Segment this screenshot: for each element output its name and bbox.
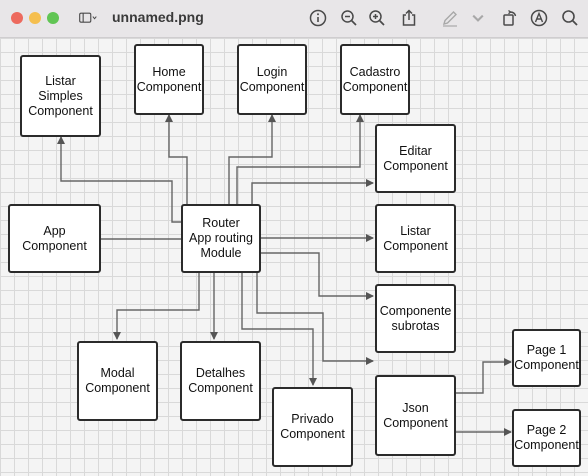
- listar-simples-component-node: Listar Simples Component: [20, 55, 101, 137]
- edge-router-privado: [241, 272, 317, 386]
- componente-subrotas-node: Componente subrotas: [375, 284, 456, 353]
- rotate-icon[interactable]: [498, 6, 522, 30]
- app-component-node: App Component: [8, 204, 101, 273]
- edge-router-editar: [251, 179, 374, 205]
- chevron-down-icon[interactable]: [470, 6, 486, 30]
- window-titlebar: unnamed.png: [0, 0, 588, 38]
- login-component-node: Login Component: [237, 44, 307, 115]
- modal-component-node: Modal Component: [77, 341, 158, 421]
- page2-component-node: Page 2 Component: [512, 409, 581, 467]
- listar-component-node: Listar Component: [375, 204, 456, 273]
- search-icon[interactable]: [558, 6, 582, 30]
- annotate-icon[interactable]: [527, 6, 551, 30]
- share-icon[interactable]: [397, 6, 421, 30]
- edge-router-cadastro: [236, 114, 364, 205]
- json-component-node: Json Component: [375, 375, 456, 456]
- zoom-out-icon[interactable]: [337, 6, 361, 30]
- window-title: unnamed.png: [112, 9, 204, 25]
- edge-router-subrotas: [261, 252, 374, 300]
- sidebar-toggle-icon[interactable]: [72, 6, 104, 30]
- info-icon[interactable]: [306, 6, 330, 30]
- editar-component-node: Editar Component: [375, 124, 456, 193]
- zoom-window-button[interactable]: [47, 12, 59, 24]
- cadastro-component-node: Cadastro Component: [340, 44, 410, 115]
- page1-component-node: Page 1 Component: [512, 329, 581, 387]
- detalhes-component-node: Detalhes Component: [180, 341, 261, 421]
- home-component-node: Home Component: [134, 44, 204, 115]
- edge-json-page1: [456, 358, 512, 394]
- edge-router-home: [165, 114, 188, 205]
- privado-component-node: Privado Component: [272, 387, 353, 467]
- close-window-button[interactable]: [11, 12, 23, 24]
- edge-router-listar-simples: [57, 136, 181, 223]
- edge-router-modal: [113, 272, 200, 340]
- zoom-in-icon[interactable]: [365, 6, 389, 30]
- edge-router-login: [228, 114, 276, 205]
- router-app-routing-module-node: Router App routing Module: [181, 204, 261, 273]
- edge-router-json: [256, 272, 374, 365]
- markup-pen-icon[interactable]: [438, 6, 462, 30]
- minimize-window-button[interactable]: [29, 12, 41, 24]
